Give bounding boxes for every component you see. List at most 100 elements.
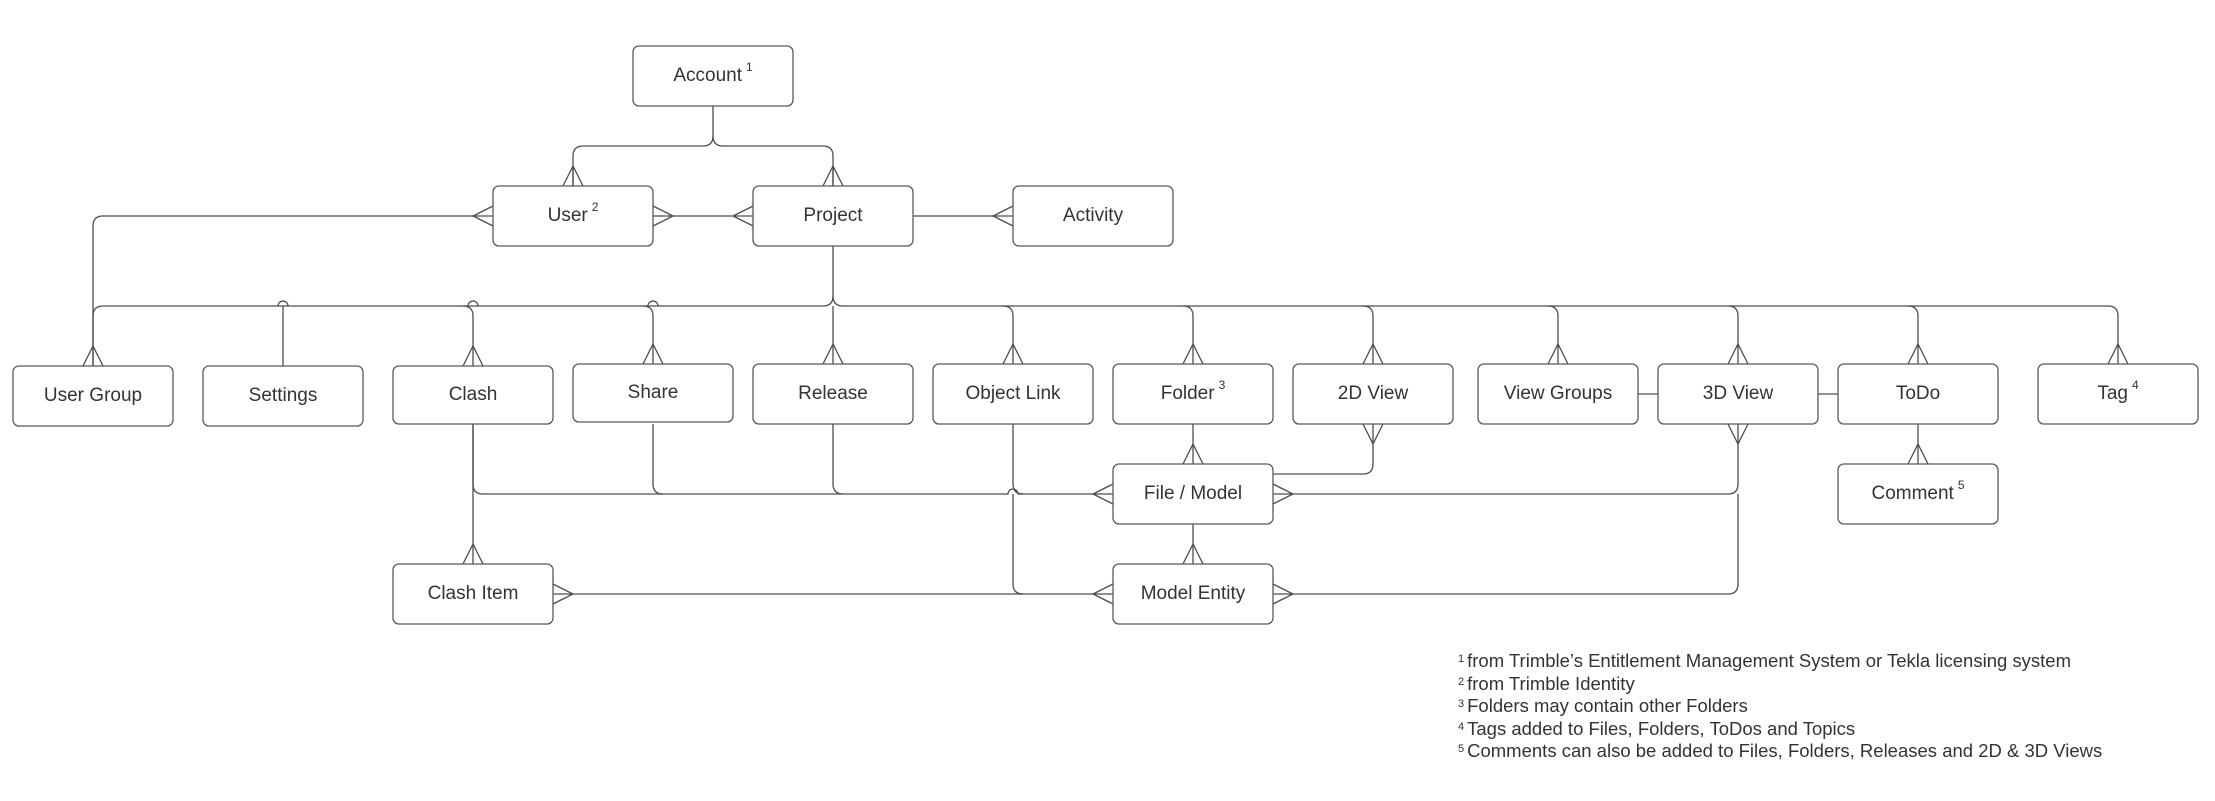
entity-label: ToDo — [1896, 383, 1940, 404]
entity-footnote-marker: 5 — [1958, 478, 1965, 492]
entity-label: Settings — [249, 385, 318, 406]
connector-project-folder — [1182, 305, 1194, 364]
connector-project-todo — [1907, 305, 1919, 364]
entity-view-groups[interactable]: View Groups — [1477, 363, 1639, 425]
crows-foot-filemodel-right — [1272, 483, 1295, 505]
connector-account-user — [572, 106, 714, 186]
crows-foot-clashitem-right — [552, 583, 575, 605]
crows-foot-todo-top — [1907, 342, 1929, 365]
crows-foot-clashitem-top — [462, 542, 484, 565]
crows-foot-project-left — [731, 205, 754, 227]
crows-foot-3dview-bottom — [1727, 423, 1749, 446]
entity-share[interactable]: Share — [572, 363, 734, 423]
crows-foot-user-right — [652, 205, 675, 227]
connector-project-share — [642, 305, 654, 364]
line-hop — [277, 300, 289, 307]
crows-feet — [82, 164, 2129, 605]
line-hop — [647, 300, 659, 307]
footnote-number: 4 — [1458, 720, 1465, 733]
entity-label: Share — [628, 382, 679, 403]
crows-foot-release-top — [822, 342, 844, 365]
footnote-text: from Trimble Identity — [1467, 672, 1635, 694]
connector-share-filemodel — [652, 424, 664, 495]
footnote-number: 2 — [1458, 675, 1465, 688]
connector-project-clash — [462, 305, 474, 366]
connector-project-viewgroups — [1547, 305, 1559, 364]
footnote-text: Folders may contain other Folders — [1467, 695, 1748, 717]
line-hop — [467, 300, 479, 307]
connector-user-usergroup — [92, 215, 493, 366]
crows-foot-folder-top — [1182, 342, 1204, 365]
crows-foot-tag-top — [2107, 342, 2129, 365]
connector-filemodel-3dview — [1273, 424, 1739, 495]
crows-foot-comment-top — [1907, 442, 1929, 465]
footnote-number: 1 — [1458, 653, 1465, 665]
crows-foot-user-top — [562, 164, 584, 187]
footnote-text: Comments can also be added to Files, Fol… — [1467, 740, 2103, 762]
entity-label: User Group — [44, 385, 142, 406]
entity-label: 2D View — [1338, 383, 1409, 404]
entity-label: Clash — [449, 384, 498, 405]
connector-objectlink-filemodel — [1012, 424, 1024, 495]
footnote-number: 5 — [1458, 743, 1465, 756]
connector-objectlink-modelentity — [1012, 494, 1024, 595]
entity-label: Comment — [1871, 483, 1954, 504]
entity-label: Clash Item — [428, 583, 519, 604]
entity-label: 3D View — [1703, 383, 1774, 404]
entity-footnote-marker: 2 — [592, 200, 599, 214]
entity-2d-view[interactable]: 2D View — [1292, 363, 1454, 425]
crows-foot-project-top — [822, 164, 844, 187]
crows-foot-2dview-top — [1362, 342, 1384, 365]
entity-footnote-marker: 3 — [1219, 378, 1226, 392]
connector-account-project — [712, 135, 834, 186]
entity-label: Model Entity — [1141, 583, 1246, 604]
entity-project[interactable]: Project — [752, 185, 914, 247]
entity-settings[interactable]: Settings — [202, 365, 364, 427]
crows-foot-viewgroups-top — [1547, 342, 1569, 365]
crows-foot-user-left — [471, 205, 494, 227]
entity-clash[interactable]: Clash — [392, 365, 554, 425]
entity-object-link[interactable]: Object Link — [932, 363, 1094, 425]
connector-clash-filemodel — [472, 424, 1113, 495]
entity-label: View Groups — [1504, 383, 1612, 404]
entity-label: Release — [798, 383, 868, 404]
entity-user-group[interactable]: User Group — [12, 365, 174, 427]
entity-clash-item[interactable]: Clash Item — [392, 563, 554, 625]
crows-foot-usergroup-top — [82, 344, 104, 367]
connector-project-right-trunk — [832, 295, 2119, 364]
entity-comment[interactable]: Comment 5 — [1837, 463, 1999, 525]
footnote-number: 3 — [1458, 698, 1465, 711]
crows-foot-modelentity-left — [1091, 583, 1114, 605]
crows-foot-modelentity-top — [1182, 542, 1204, 565]
crows-foot-activity-left — [991, 205, 1014, 227]
connector-project-2dview — [1362, 305, 1374, 364]
connector-release-filemodel — [832, 424, 844, 495]
entity-todo[interactable]: ToDo — [1837, 363, 1999, 425]
crows-foot-objectlink-top — [1002, 342, 1024, 365]
crows-foot-2dview-bottom — [1362, 423, 1384, 446]
entity-release[interactable]: Release — [752, 363, 914, 425]
crows-foot-3dview-top — [1727, 342, 1749, 365]
entity-model-entity[interactable]: Model Entity — [1112, 563, 1274, 625]
entity-footnote-marker: 4 — [2132, 378, 2139, 392]
footnote-text: from Trimble’s Entitlement Management Sy… — [1467, 650, 2072, 671]
connector-modelentity-3dview — [1273, 494, 1739, 595]
entity-3d-view[interactable]: 3D View — [1657, 363, 1819, 425]
entity-file-model[interactable]: File / Model — [1112, 463, 1274, 525]
entity-activity[interactable]: Activity — [1012, 185, 1174, 247]
